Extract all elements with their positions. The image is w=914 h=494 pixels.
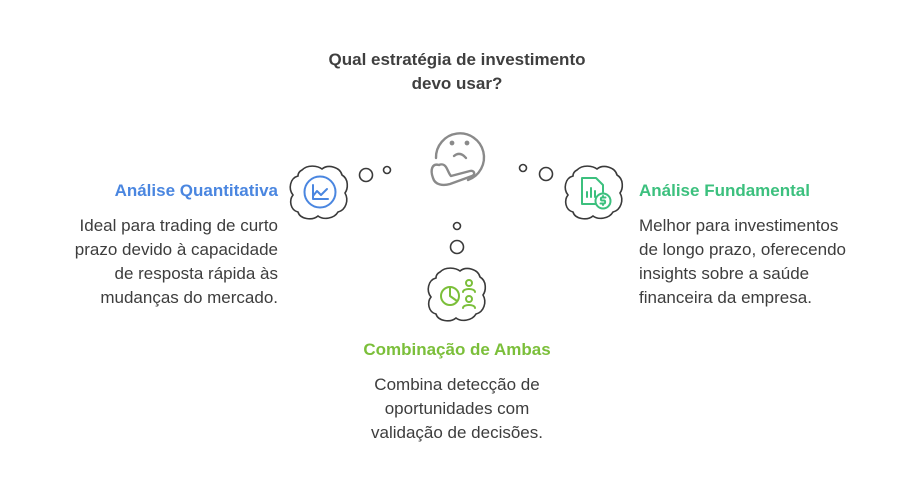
description-line: de resposta rápida às xyxy=(114,264,279,283)
option-heading: Análise Quantitativa xyxy=(114,181,278,200)
description-line: Combina detecção de xyxy=(374,375,540,394)
line-chart-icon xyxy=(303,175,337,209)
option-description: Combina detecção de oportunidades com va… xyxy=(330,373,584,445)
description-line: prazo devido à capacidade xyxy=(74,240,278,259)
description-line: de longo prazo, oferecendo xyxy=(639,240,846,259)
pie-chart-people-icon xyxy=(440,279,476,309)
title-line-2: devo usar? xyxy=(411,74,503,93)
description-line: validação de decisões. xyxy=(370,423,543,442)
option-quantitative: Análise Quantitativa Ideal para trading … xyxy=(30,180,278,310)
thought-bubble-dots-left xyxy=(358,165,392,183)
description-line: mudanças do mercado. xyxy=(100,288,278,307)
title-line-1: Qual estratégia de investimento xyxy=(328,50,586,69)
option-fundamental: Análise Fundamental Melhor para investim… xyxy=(639,180,899,310)
description-line: Ideal para trading de curto xyxy=(79,216,278,235)
description-line: financeira da empresa. xyxy=(639,288,812,307)
description-line: insights sobre a saúde xyxy=(639,264,810,283)
option-description: Ideal para trading de curto prazo devido… xyxy=(30,214,278,310)
option-heading: Combinação de Ambas xyxy=(363,340,551,359)
diagram-title: Qual estratégia de investimento devo usa… xyxy=(300,48,614,96)
option-combination: Combinação de Ambas Combina detecção de … xyxy=(330,339,584,445)
financial-report-dollar-icon xyxy=(581,177,612,210)
thought-bubble-dots-bottom xyxy=(449,221,465,255)
description-line: oportunidades com xyxy=(384,399,530,418)
option-heading: Análise Fundamental xyxy=(639,181,810,200)
description-line: Melhor para investimentos xyxy=(639,216,839,235)
thought-bubble-dots-right xyxy=(518,163,554,182)
thinking-face-icon xyxy=(430,132,486,187)
option-description: Melhor para investimentos de longo prazo… xyxy=(639,214,899,310)
